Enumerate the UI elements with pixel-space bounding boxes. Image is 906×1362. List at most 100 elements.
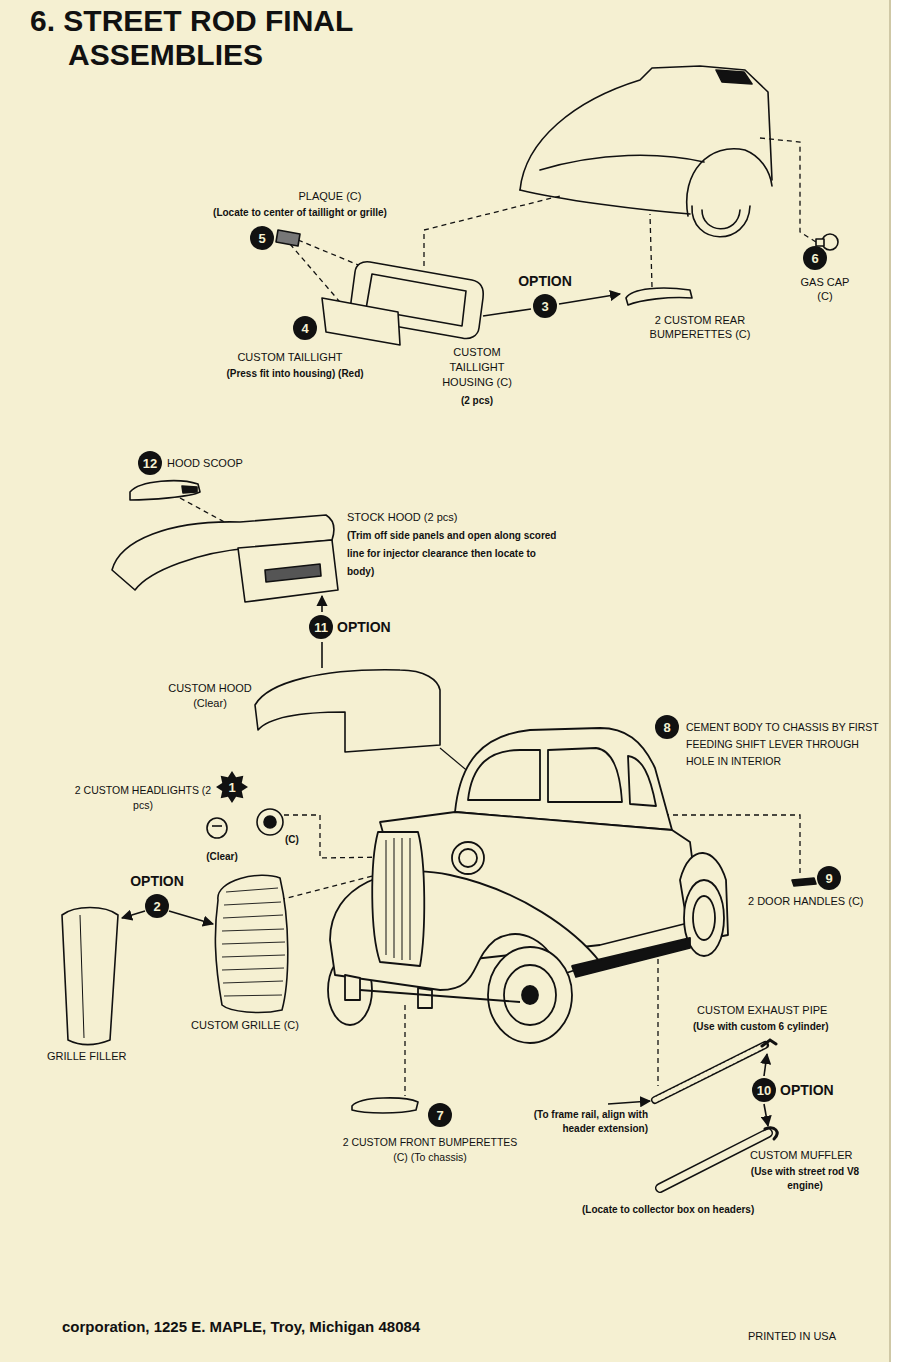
callout-number: 10	[752, 1078, 776, 1102]
callout-number: 12	[143, 456, 157, 471]
taillight-parts	[276, 230, 838, 345]
part-label: CEMENT BODY TO CHASSIS BY FIRST FEEDING …	[686, 719, 881, 770]
part-label: CUSTOM MUFFLER	[750, 1148, 870, 1163]
option-arrow	[559, 294, 620, 304]
part-label: CUSTOM EXHAUST PIPE	[697, 1003, 847, 1018]
rear-car-body	[692, 206, 750, 237]
part-label: (Clear)	[192, 850, 252, 864]
part-label: (To frame rail, align with header extens…	[518, 1108, 648, 1136]
callout-number: 9	[817, 866, 841, 890]
main-car-body	[345, 975, 360, 1000]
rear-car-body	[520, 66, 772, 237]
main-car-body	[328, 728, 728, 1043]
part-label: 2 DOOR HANDLES (C)	[748, 894, 883, 909]
main-car-body	[459, 849, 477, 867]
part-label: OPTION	[117, 873, 197, 890]
part-label: (C)	[285, 833, 315, 847]
rear-car-body	[520, 190, 690, 214]
rear-car-body	[702, 210, 740, 229]
callout-number: 12	[138, 451, 162, 475]
callout-number: 1	[228, 780, 235, 795]
front-parts	[257, 809, 283, 835]
part-label: GRILLE FILLER	[47, 1049, 157, 1064]
callout-star: 1	[216, 771, 248, 803]
main-car-body	[418, 988, 432, 1008]
leader-line	[760, 138, 816, 242]
part-label: OPTION	[780, 1082, 860, 1099]
callout-number: 7	[428, 1103, 452, 1127]
front-parts	[62, 809, 816, 1113]
main-car-body	[693, 896, 715, 940]
callout-number: 11	[314, 620, 328, 635]
part-label: (Locate to center of taillight or grille…	[165, 206, 435, 220]
option-arrow	[764, 1104, 768, 1126]
rear-car-body	[687, 149, 772, 216]
part-label: CUSTOM TAILLIGHT HOUSING (C)	[437, 345, 517, 390]
main-car-body	[360, 990, 520, 1002]
main-car-body	[522, 986, 538, 1004]
callout-number: 4	[301, 321, 308, 336]
part-label: 2 CUSTOM FRONT BUMPERETTES (C) (To chass…	[340, 1135, 520, 1165]
option-arrow	[321, 596, 323, 612]
part-label: (Locate to collector box on headers)	[582, 1203, 802, 1217]
part-label: CUSTOM GRILLE (C)	[191, 1018, 321, 1033]
callout-number: 3	[541, 299, 548, 314]
front-parts	[792, 878, 816, 886]
exhaust-parts	[762, 1040, 776, 1046]
main-car-body	[452, 842, 484, 874]
front-parts	[264, 816, 276, 828]
leader-line	[424, 196, 560, 266]
callout-number: 11	[309, 615, 333, 639]
main-car-body	[488, 947, 572, 1043]
taillight-parts	[276, 230, 300, 246]
option-arrow	[122, 294, 768, 1126]
main-car-body	[504, 965, 556, 1025]
callout-number: 4	[293, 316, 317, 340]
main-car-body	[572, 938, 690, 977]
option-arrow	[169, 911, 213, 924]
taillight-parts	[816, 239, 824, 246]
leader-line	[180, 138, 816, 1096]
part-label: CUSTOM HOOD (Clear)	[164, 681, 256, 711]
taillight-parts	[626, 288, 692, 305]
leader-line	[180, 498, 230, 525]
exhaust-parts	[655, 1045, 765, 1100]
callout-number: 8	[663, 720, 670, 735]
leader-line	[657, 950, 658, 1086]
part-label: 2 CUSTOM REAR BUMPERETTES (C)	[638, 313, 763, 341]
option-arrow	[122, 911, 145, 918]
part-label: (2 pcs)	[442, 394, 512, 408]
star-burst	[216, 771, 248, 803]
hood-parts	[255, 670, 440, 752]
front-parts	[352, 1098, 418, 1113]
callout-number: 2	[145, 894, 169, 918]
front-parts	[207, 818, 227, 838]
part-label: GAS CAP (C)	[796, 275, 854, 303]
exhaust-parts	[655, 1040, 777, 1188]
hood-parts	[182, 486, 197, 493]
leader-line	[404, 1005, 405, 1096]
rear-car-body	[520, 66, 772, 190]
front-parts	[222, 888, 285, 996]
part-label: PLAQUE (C)	[270, 189, 390, 204]
option-arrow	[608, 1101, 650, 1104]
front-parts	[212, 825, 222, 827]
exhaust-parts	[765, 1128, 777, 1139]
part-label: 2 CUSTOM HEADLIGHTS (2 pcs)	[73, 783, 213, 813]
callout-number: 7	[436, 1108, 443, 1123]
main-car-body	[468, 750, 540, 800]
part-label: PRINTED IN USA	[748, 1329, 868, 1344]
sheet-title: 6. STREET ROD FINAL ASSEMBLIES	[30, 4, 408, 71]
part-label: OPTION	[505, 273, 585, 290]
callout-number: 5	[258, 231, 265, 246]
option-arrow	[483, 309, 531, 316]
callout-number: 3	[533, 294, 557, 318]
part-label: CUSTOM TAILLIGHT	[215, 350, 365, 365]
callout-number: 2	[153, 899, 160, 914]
hood-parts	[265, 564, 321, 582]
part-label: (Use with custom 6 cylinder)	[693, 1020, 863, 1034]
part-label: (Use with street rod V8 engine)	[740, 1165, 870, 1193]
hood-parts	[130, 481, 200, 500]
exhaust-parts	[655, 1045, 765, 1100]
